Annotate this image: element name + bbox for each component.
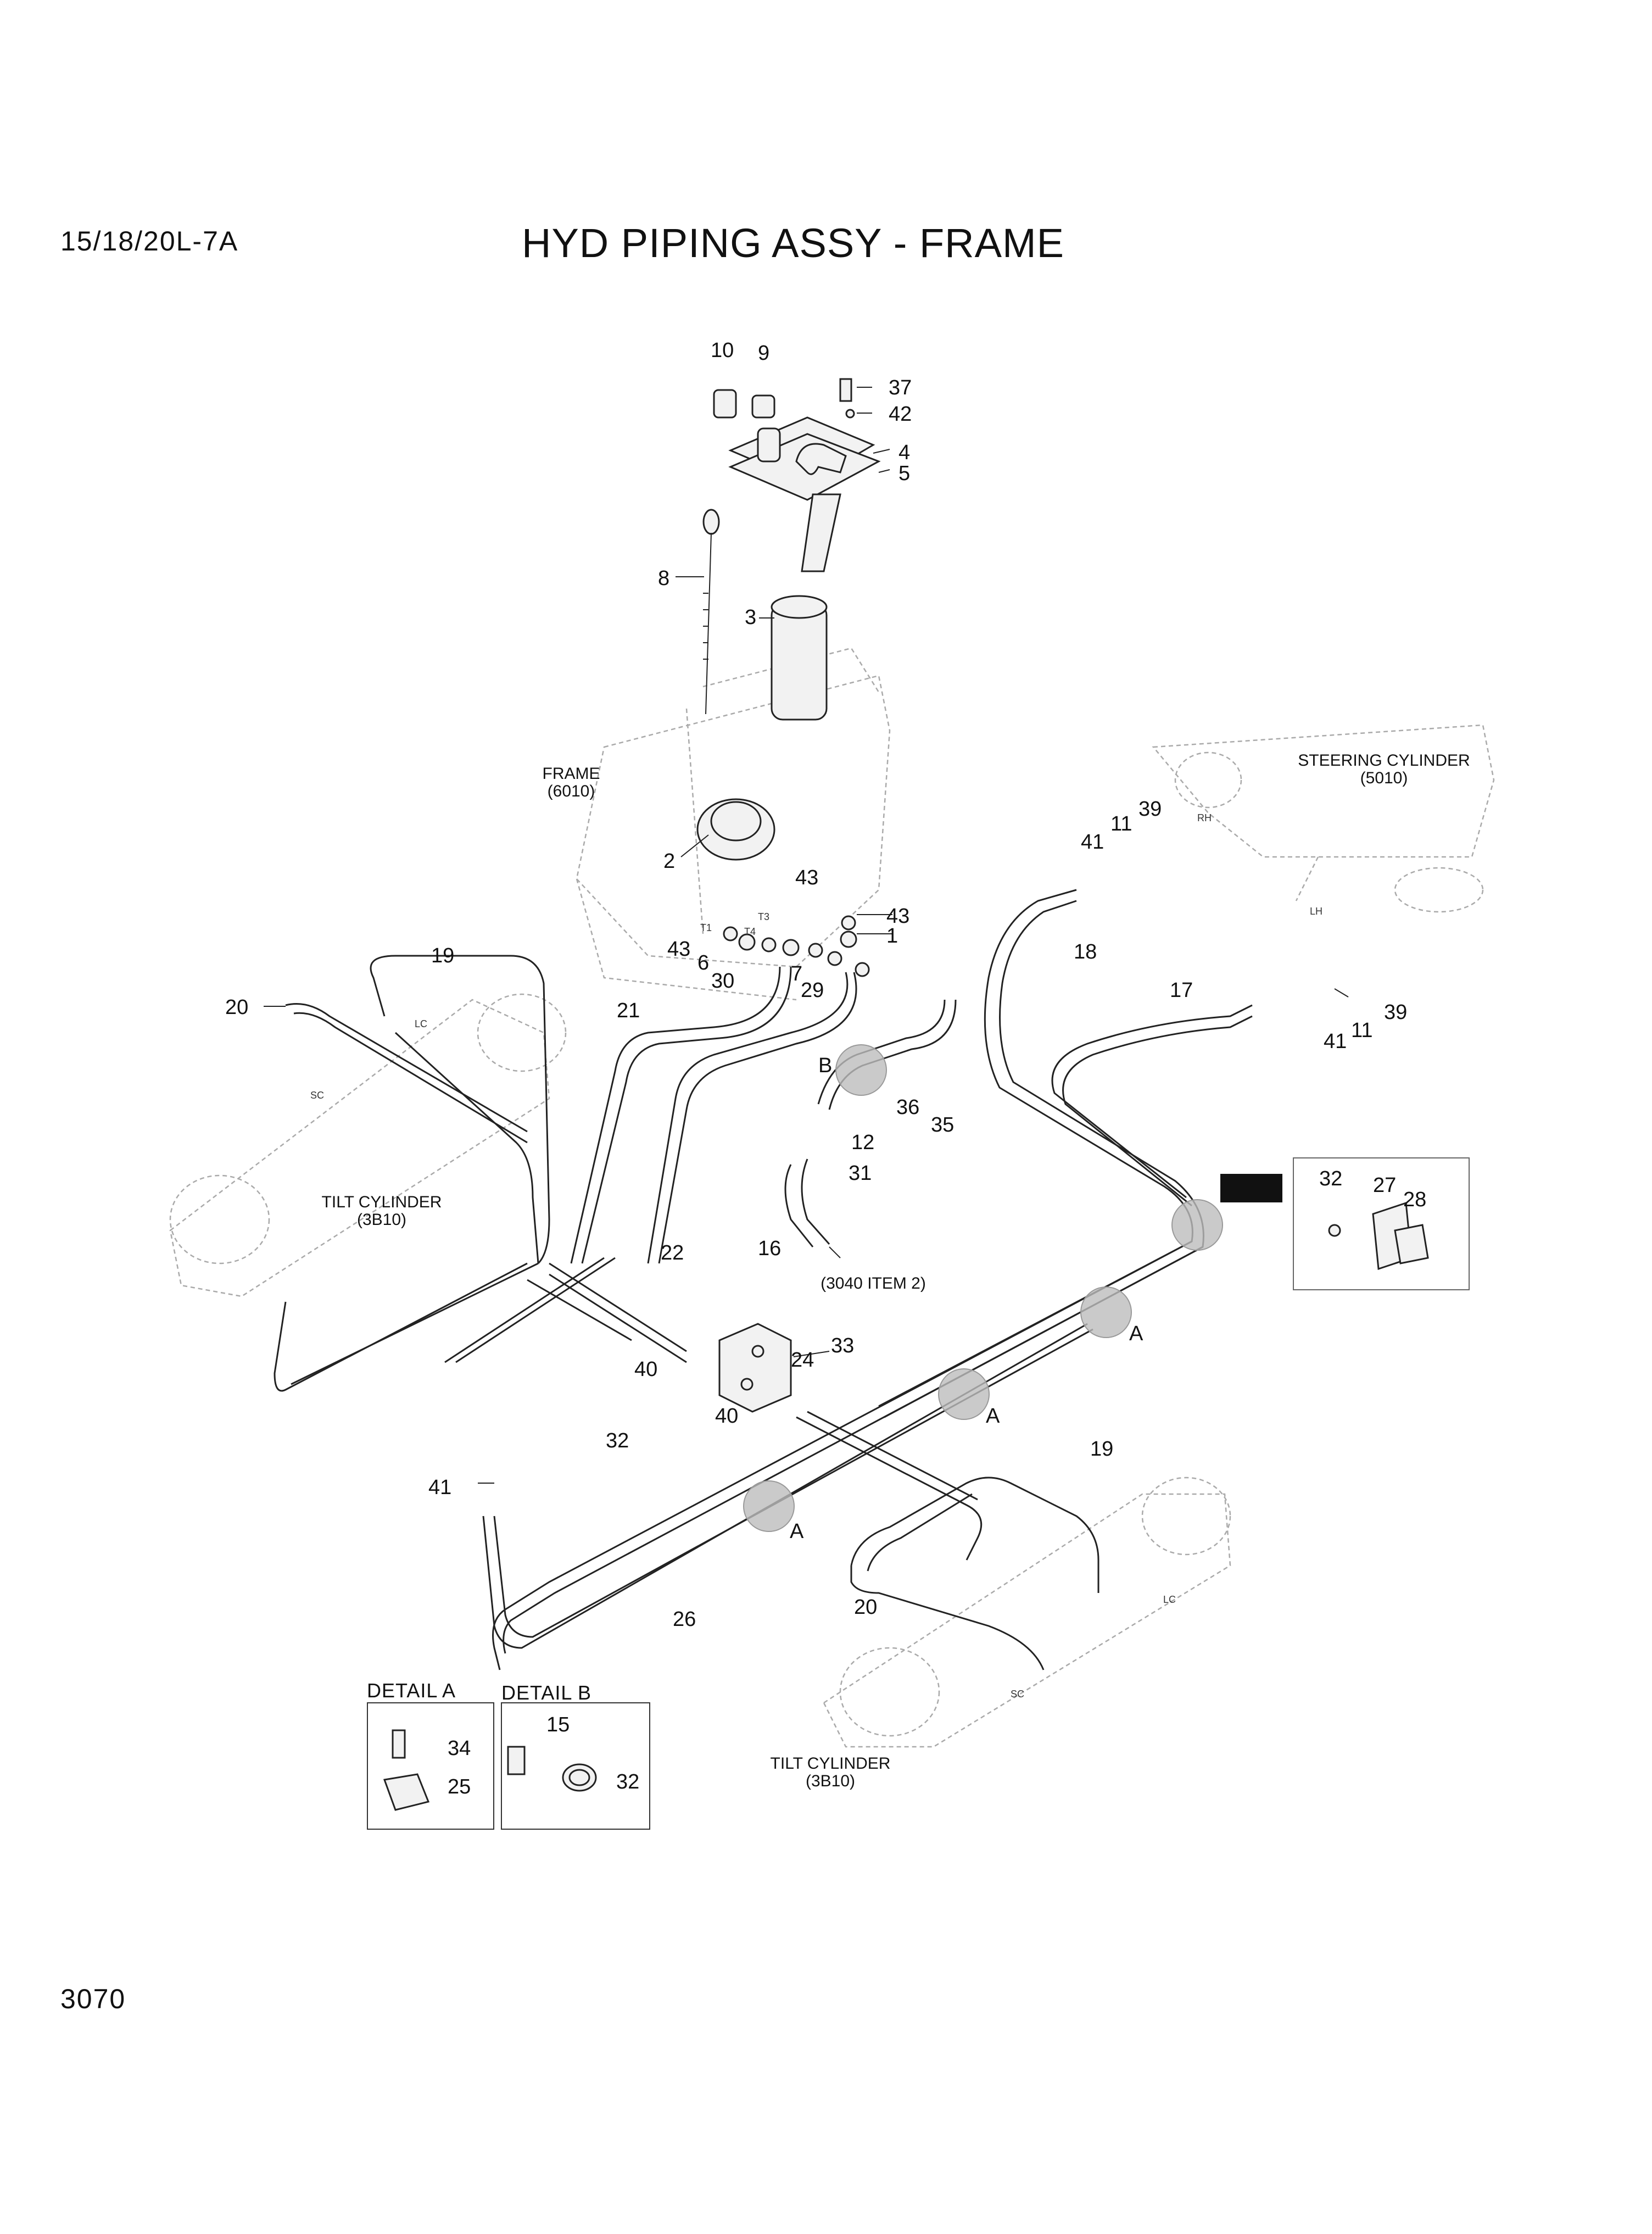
- callout-41a: 41: [1081, 831, 1104, 854]
- dipstick: [702, 509, 720, 715]
- marker-a-3: A: [790, 1520, 804, 1543]
- detail-b-title: DETAIL B: [501, 1681, 591, 1704]
- connector-block: [718, 1323, 792, 1413]
- callout-40b: 40: [715, 1405, 738, 1428]
- marker-a-1: A: [1129, 1322, 1143, 1345]
- marker-b: B: [818, 1054, 832, 1077]
- callout-3: 3: [745, 606, 756, 629]
- callout-27: 27: [1373, 1174, 1396, 1197]
- tank-cover-assembly: [713, 378, 881, 572]
- callout-29: 29: [801, 979, 824, 1002]
- callout-33: 33: [831, 1334, 854, 1357]
- callout-21: 21: [617, 999, 640, 1022]
- tag-sc-1: SC: [310, 1090, 324, 1101]
- label-steering-ref: (5010): [1360, 769, 1408, 787]
- tag-lc-2: LC: [1163, 1594, 1176, 1605]
- callout-19a: 19: [431, 944, 454, 967]
- callout-37: 37: [889, 376, 912, 399]
- frame-ghost: [576, 647, 891, 1001]
- callout-34: 34: [448, 1737, 471, 1760]
- callout-5: 5: [898, 462, 910, 485]
- callout-1: 1: [886, 924, 898, 948]
- callout-39b: 39: [1384, 1001, 1407, 1024]
- callout-32b: 32: [606, 1429, 629, 1452]
- hose-lines: [274, 889, 1253, 1670]
- callout-numbers: 10 9 37 42 4 5 8 3 2 43 43 43 1 6 7 29 3…: [225, 339, 1426, 1798]
- label-tilt-cylinder-left: TILT CYLINDER: [322, 1193, 442, 1211]
- label-tilt-cylinder-bottom: TILT CYLINDER: [771, 1754, 891, 1773]
- callout-20b: 20: [854, 1596, 877, 1619]
- tag-t3: T3: [758, 911, 769, 922]
- callout-43b: 43: [886, 905, 909, 928]
- label-tilt-ref-left: (3B10): [357, 1211, 406, 1229]
- callout-16: 16: [758, 1237, 781, 1260]
- callout-24: 24: [791, 1349, 814, 1372]
- callout-25: 25: [448, 1775, 471, 1798]
- tilt-cylinder-bottom-ghost: [823, 1477, 1231, 1748]
- return-filter: [771, 595, 828, 721]
- detail-a-box: [367, 1702, 494, 1830]
- reference-labels: FRAME (6010) STEERING CYLINDER (5010) TI…: [310, 751, 1470, 1790]
- marker-a-2: A: [986, 1405, 1000, 1428]
- label-3040-ref: (3040 ITEM 2): [821, 1274, 926, 1293]
- callout-43c: 43: [667, 938, 690, 961]
- page-number: 3070: [60, 1984, 126, 2014]
- callout-32c: 32: [616, 1770, 639, 1793]
- callout-20a: 20: [225, 996, 248, 1019]
- callout-18: 18: [1074, 940, 1097, 963]
- callout-11a: 11: [1110, 812, 1132, 835]
- callout-28: 28: [1403, 1188, 1426, 1211]
- detail-markers: [743, 1044, 1223, 1532]
- callout-11b: 11: [1351, 1019, 1372, 1042]
- callout-40a: 40: [634, 1358, 657, 1381]
- clamp-detail-box: [1220, 1157, 1470, 1290]
- callout-35: 35: [931, 1113, 954, 1137]
- suction-strainer: [696, 798, 775, 861]
- callout-7: 7: [791, 962, 802, 985]
- callout-17: 17: [1170, 979, 1193, 1002]
- tilt-cylinder-left-ghost: [169, 993, 567, 1297]
- callout-10: 10: [711, 339, 734, 362]
- callout-36: 36: [896, 1096, 919, 1119]
- tag-rh: RH: [1197, 812, 1212, 823]
- callout-32a: 32: [1319, 1167, 1342, 1190]
- detail-a-title: DETAIL A: [367, 1679, 456, 1702]
- fitting-group-center: [723, 915, 870, 977]
- callout-4: 4: [898, 441, 910, 464]
- detail-b-box: [501, 1702, 650, 1830]
- callout-19b: 19: [1090, 1438, 1113, 1461]
- tag-lh: LH: [1310, 906, 1322, 917]
- tag-t4: T4: [744, 926, 756, 937]
- page-title: HYD PIPING ASSY - FRAME: [522, 220, 1064, 266]
- callout-6: 6: [697, 951, 709, 974]
- callout-41c: 41: [428, 1476, 451, 1499]
- callout-12: 12: [851, 1131, 874, 1154]
- steering-cylinder-ghost: [1152, 724, 1495, 913]
- label-steering-cylinder: STEERING CYLINDER: [1298, 751, 1470, 770]
- callout-15: 15: [546, 1713, 570, 1736]
- tag-lc-1: LC: [415, 1018, 427, 1029]
- model-number: 15/18/20L-7A: [60, 226, 239, 257]
- callout-30: 30: [711, 970, 734, 993]
- callout-26: 26: [673, 1608, 696, 1631]
- label-tilt-ref-bottom: (3B10): [806, 1772, 855, 1790]
- callout-43a: 43: [795, 866, 818, 889]
- tag-sc-2: SC: [1011, 1689, 1024, 1700]
- callout-42: 42: [889, 403, 912, 426]
- tag-t1: T1: [700, 922, 712, 933]
- callout-2: 2: [663, 850, 675, 873]
- callout-8: 8: [658, 567, 669, 590]
- callout-31: 31: [849, 1162, 872, 1185]
- label-frame-ref: (6010): [548, 782, 595, 800]
- leader-lines: [264, 387, 1349, 1484]
- callout-41b: 41: [1324, 1030, 1347, 1053]
- callout-39a: 39: [1138, 798, 1162, 821]
- label-frame: FRAME: [543, 765, 600, 783]
- callout-22: 22: [661, 1241, 684, 1264]
- callout-9: 9: [758, 342, 769, 365]
